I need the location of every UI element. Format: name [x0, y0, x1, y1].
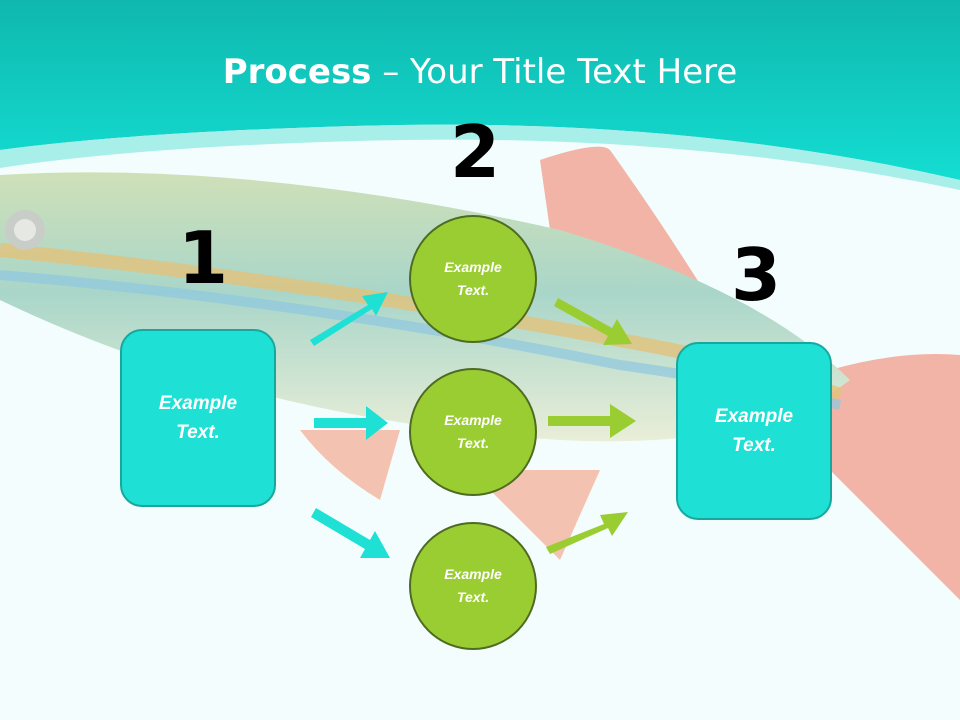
step-number-3: 3 — [731, 233, 782, 317]
end-box: Example Text. — [676, 342, 832, 520]
circle-middle: Example Text. — [409, 368, 537, 496]
step-number-1: 1 — [178, 216, 229, 300]
slide-title: Process – Your Title Text Here — [0, 52, 960, 92]
circle-top-text: Example Text. — [444, 259, 502, 298]
arrow-middle-to-end — [548, 404, 636, 438]
arrow-start-to-top — [310, 292, 388, 346]
step-number-2: 2 — [450, 110, 501, 194]
title-bold: Process — [222, 52, 372, 92]
end-box-text: Example Text. — [714, 406, 794, 456]
start-box-text: Example Text. — [158, 393, 238, 443]
circle-bottom: Example Text. — [409, 522, 537, 650]
circle-top: Example Text. — [409, 215, 537, 343]
circle-middle-text: Example Text. — [444, 412, 502, 451]
arrow-bottom-to-end — [546, 512, 628, 554]
circle-bottom-text: Example Text. — [444, 566, 502, 605]
arrow-start-to-bottom — [311, 508, 390, 558]
arrow-start-to-middle — [314, 406, 388, 440]
start-box: Example Text. — [120, 329, 276, 507]
arrow-top-to-end — [554, 298, 632, 345]
title-rest: – Your Title Text Here — [371, 52, 738, 92]
